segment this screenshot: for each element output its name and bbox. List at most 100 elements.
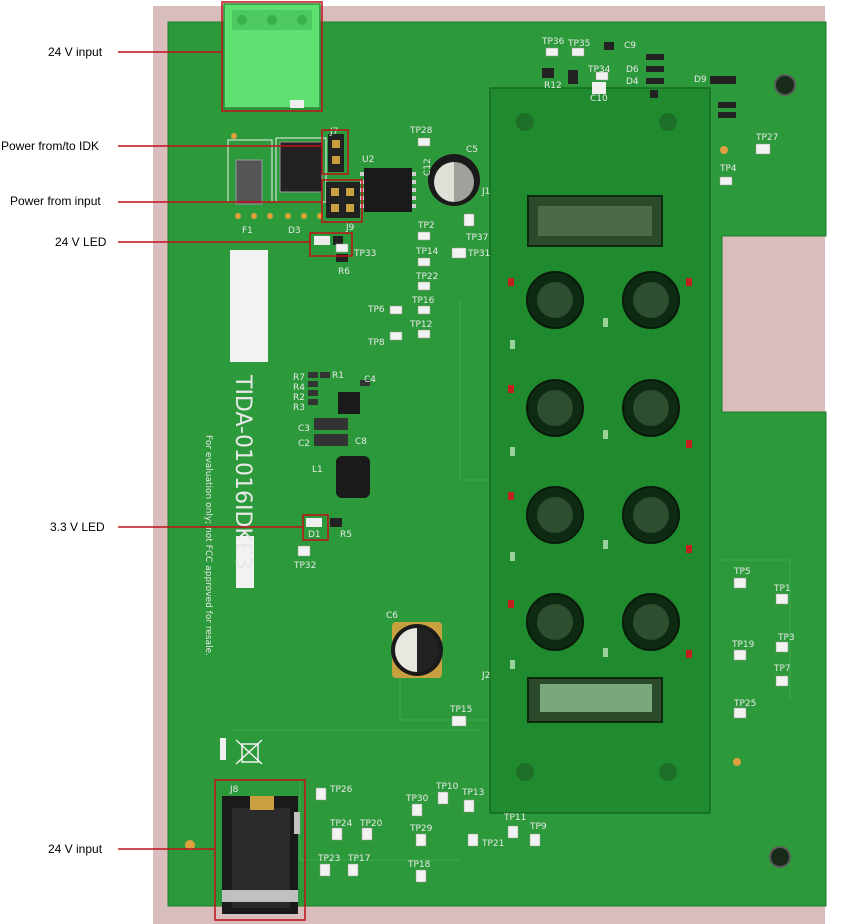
label-d1: D1 (308, 530, 321, 540)
label-tp12: TP12 (409, 320, 432, 330)
label-c3: C3 (298, 424, 310, 434)
callout-box-input-top (221, 1, 323, 112)
mounting-holes (185, 74, 796, 868)
label-c6: C6 (386, 611, 398, 621)
label-d2: D2 (314, 238, 327, 248)
testpoint-pads (297, 47, 789, 883)
label-d4: D4 (626, 77, 639, 87)
label-tp22: TP22 (415, 272, 438, 282)
label-tp11: TP11 (503, 813, 526, 823)
label-c4: C4 (364, 375, 376, 385)
power-headers (326, 134, 360, 218)
ic-u2 (360, 168, 416, 212)
label-tp17: TP17 (347, 854, 370, 864)
label-tp34: TP34 (587, 65, 611, 75)
label-tp26: TP26 (329, 785, 353, 795)
label-tp7: TP7 (773, 664, 791, 674)
leds (306, 236, 348, 527)
callout-power-input: Power from input (10, 194, 101, 208)
label-c9: C9 (624, 41, 636, 51)
label-tp6: TP6 (367, 305, 385, 315)
label-r1: R1 (332, 371, 344, 381)
label-r5: R5 (340, 530, 352, 540)
label-tp15: TP15 (449, 705, 472, 715)
callout-input-top: 24 V input (48, 45, 103, 59)
power-stage (308, 372, 370, 498)
label-tp25: TP25 (733, 699, 756, 709)
label-tp23: TP23 (317, 854, 340, 864)
label-tp36: TP36 (541, 37, 565, 47)
label-c8: C8 (355, 437, 367, 447)
label-tp8: TP8 (367, 338, 385, 348)
label-tp4: TP4 (719, 164, 737, 174)
label-tp1: TP1 (773, 584, 791, 594)
label-c10: C10 (590, 94, 608, 104)
label-block (230, 250, 268, 362)
label-tp32: TP32 (293, 561, 316, 571)
callout-box-led-24v (309, 232, 353, 257)
label-j1: J1 (481, 187, 490, 197)
label-tp13: TP13 (461, 788, 484, 798)
board-title: TIDA-01016IDKE3 (230, 374, 255, 570)
label-d6: D6 (626, 65, 639, 75)
label-c2: C2 (298, 439, 310, 449)
label-tp24: TP24 (329, 819, 353, 829)
label-tp28: TP28 (409, 126, 433, 136)
daughter-board (489, 87, 711, 814)
label-tp20: TP20 (359, 819, 383, 829)
label-tp31: TP31 (467, 249, 490, 259)
label-tp21: TP21 (481, 839, 504, 849)
label-d3: D3 (288, 226, 301, 236)
label-block-small (236, 536, 254, 588)
callout-input-bottom: 24 V input (48, 842, 103, 856)
label-l1: L1 (312, 465, 323, 475)
label-tp2: TP2 (417, 221, 435, 231)
label-tp5: TP5 (733, 567, 751, 577)
label-r2: R2 (293, 393, 305, 403)
label-tp14: TP14 (415, 247, 439, 257)
label-j9: J9 (345, 223, 355, 233)
label-tp30: TP30 (405, 794, 429, 804)
label-tp9: TP9 (529, 822, 547, 832)
callout-box-power-input (321, 179, 363, 223)
label-f1: F1 (242, 226, 253, 236)
label-j2: J2 (481, 671, 490, 681)
label-tp19: TP19 (731, 640, 755, 650)
label-tp35: TP35 (567, 39, 590, 49)
label-r3: R3 (293, 403, 305, 413)
callout-lines (118, 51, 322, 850)
callout-box-input-bottom (214, 779, 306, 921)
terminal-block-top (223, 3, 321, 109)
capacitor-c6 (391, 622, 443, 678)
callout-led-24v: 24 V LED (55, 235, 107, 249)
top-right-components (542, 42, 736, 118)
label-r6: R6 (338, 267, 350, 277)
label-tp29: TP29 (409, 824, 433, 834)
weee-icon (220, 738, 263, 765)
fuse-and-diode (227, 133, 327, 219)
label-tp33: TP33 (353, 249, 376, 259)
label-r4: R4 (293, 383, 305, 393)
label-tp18: TP18 (407, 860, 431, 870)
callout-box-idk (321, 129, 349, 175)
label-r12: R12 (544, 81, 562, 91)
label-u2: U2 (362, 155, 374, 165)
label-c5: C5 (466, 145, 478, 155)
label-tp27: TP27 (755, 133, 778, 143)
barrel-jack (222, 796, 300, 914)
label-tp16: TP16 (411, 296, 435, 306)
label-r7: R7 (293, 373, 305, 383)
label-c12: C12 (423, 158, 433, 176)
label-j8: J8 (229, 785, 239, 795)
label-d9: D9 (694, 75, 707, 85)
label-tp3: TP3 (777, 633, 795, 643)
label-tp10: TP10 (435, 782, 459, 792)
capacitor-c5 (428, 154, 480, 206)
label-j7: J7 (329, 127, 338, 137)
callout-boxes (214, 1, 363, 921)
callout-led-33v: 3.3 V LED (50, 520, 105, 534)
label-tp37: TP37 (465, 233, 488, 243)
callout-power-idk: Power from/to IDK (1, 139, 99, 153)
board-disclaimer: For evaluation only; not FCC approved fo… (203, 435, 213, 656)
